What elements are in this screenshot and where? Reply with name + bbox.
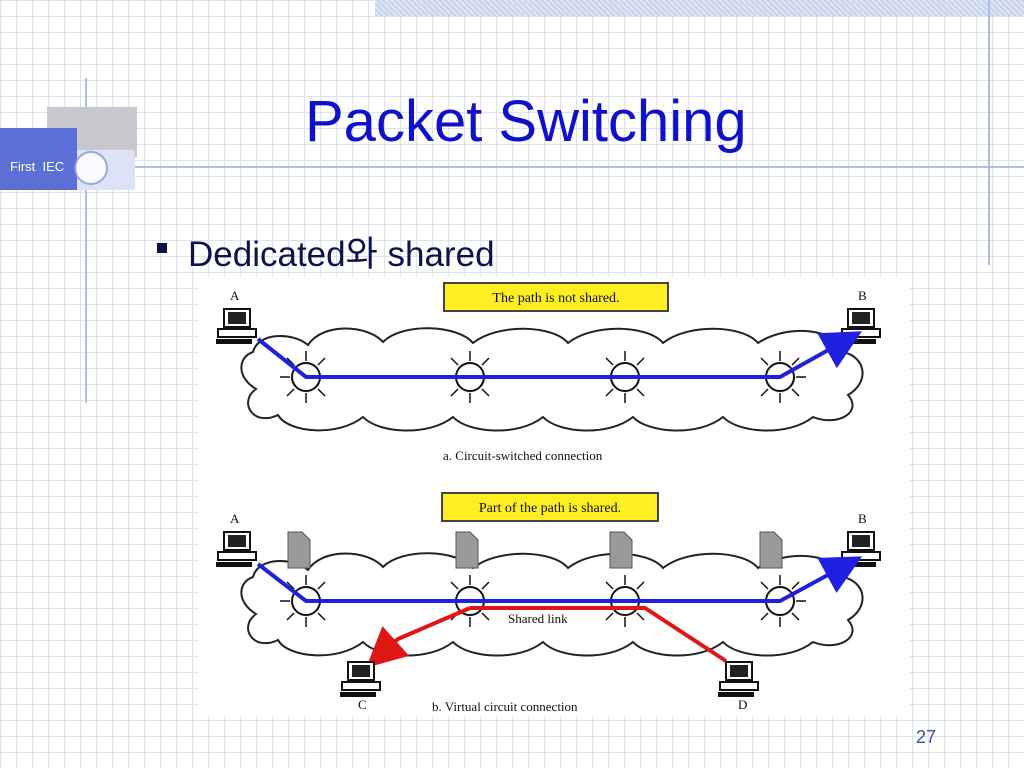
callout-box-b (441, 492, 659, 522)
network-cloud-a (240, 327, 864, 432)
virtual-path-line (256, 556, 863, 603)
shared-link-red-d (470, 606, 728, 663)
packet-icon-4 (759, 531, 783, 569)
slide-title: Packet Switching (305, 89, 747, 154)
logo-circle (74, 151, 108, 185)
computer-icon-d (717, 661, 759, 698)
vertical-rule-right (988, 0, 990, 265)
endpoint-label-c: C (358, 697, 367, 712)
shared-link-label: Shared link (508, 611, 568, 626)
packet-icon-3 (609, 531, 633, 569)
title-rule (95, 166, 1024, 168)
dedicated-path-line (256, 331, 862, 379)
top-decor-band (375, 0, 1024, 16)
callout-box-a (443, 282, 669, 312)
endpoint-label-a1: A (230, 288, 240, 303)
caption-b: b. Virtual circuit connection (432, 699, 578, 714)
packet-icon-1 (287, 531, 311, 569)
packet-icon-2 (455, 531, 479, 569)
computer-icon-b2 (839, 531, 881, 568)
network-diagram: The path is not shared. A B a. Circuit-s… (215, 282, 881, 714)
shared-link-red-c (366, 606, 471, 668)
computer-icon-c (339, 661, 381, 698)
logo-text: First IEC (10, 159, 65, 174)
virtual-circuit-panel: Part of the path is shared. A B Shared l… (215, 492, 881, 714)
logo-block-blue (0, 128, 77, 190)
bullet-text: Dedicated와 shared (188, 235, 495, 274)
endpoint-label-b1: B (858, 288, 867, 303)
endpoint-label-b2: B (858, 511, 867, 526)
computer-icon-a1 (215, 308, 257, 345)
bullet-square-icon (157, 243, 167, 253)
endpoint-label-d: D (738, 697, 747, 712)
network-figure: The path is not shared. A B a. Circuit-s… (198, 277, 910, 717)
computer-icon-a2 (215, 531, 257, 568)
endpoint-label-a2: A (230, 511, 240, 526)
callout-text-a: The path is not shared. (492, 291, 619, 306)
callout-text-b: Part of the path is shared. (479, 501, 621, 516)
caption-a: a. Circuit-switched connection (443, 448, 603, 463)
page-number: 27 (915, 727, 936, 747)
vertical-rule-left (85, 78, 87, 403)
circuit-switched-panel: The path is not shared. A B a. Circuit-s… (215, 282, 881, 463)
